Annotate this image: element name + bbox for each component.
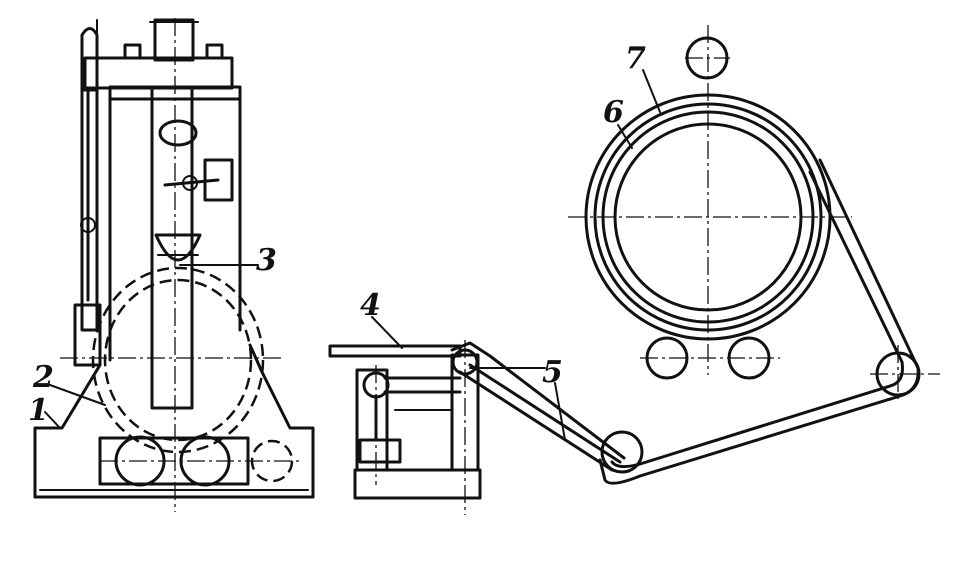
label-6: 6: [603, 95, 624, 130]
label-3: 3: [256, 243, 277, 278]
coiler-drum: [584, 36, 921, 485]
part-labels: 1 2 3 4 5 6 7: [28, 41, 646, 428]
leader-lines: [44, 69, 661, 441]
label-5: 5: [542, 355, 563, 390]
label-2: 2: [32, 360, 54, 395]
label-4: 4: [360, 288, 381, 323]
label-1: 1: [28, 393, 49, 428]
label-7: 7: [625, 41, 646, 76]
center-lines: [60, 18, 940, 515]
guide-table: [328, 341, 626, 500]
